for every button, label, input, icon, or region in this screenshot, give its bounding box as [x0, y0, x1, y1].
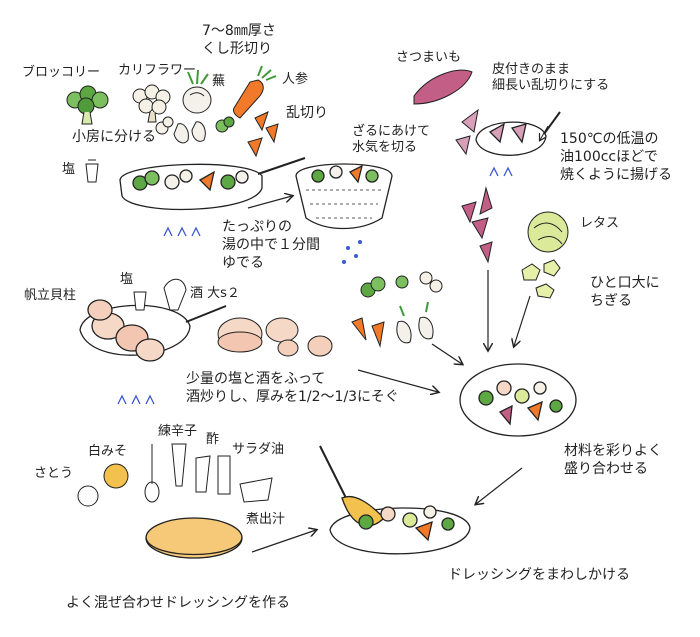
label-sake: 酒 大s２ — [190, 286, 240, 301]
boiling-pot-icon — [119, 157, 306, 237]
label-kushigata: 7～8㎜厚さ くし形切り — [202, 23, 276, 57]
label-salt-2: 塩 — [120, 272, 134, 287]
torn-lettuce-icon — [521, 259, 561, 299]
label-pour: ドレッシングをまわしかける — [448, 567, 630, 583]
label-saute: 少量の塩と酒をふって 酒炒りし、厚みを1/2～1/3にそぐ — [186, 371, 399, 405]
label-salt-1: 塩 — [62, 162, 76, 177]
sweet-potato-icon — [413, 69, 473, 105]
label-mix: よく混ぜ合わせドレッシングを作る — [66, 595, 290, 611]
serving-bowl-icon — [459, 363, 577, 437]
label-cauliflower: カリフラワー — [118, 63, 197, 78]
label-broccoli: ブロッコリー — [22, 65, 101, 80]
arrow-scallop-to-bowl — [357, 369, 438, 392]
lettuce-icon — [527, 211, 569, 253]
fried-potato-icon — [461, 186, 493, 264]
label-fry: 150℃の低温の 油100ccほどで 焼くように揚げる — [560, 131, 672, 183]
final-bowl-icon — [319, 445, 471, 555]
label-dashi: 煮出汁 — [246, 512, 286, 527]
carrot-icon — [233, 65, 277, 119]
arrow-veg-to-bowl — [431, 343, 462, 364]
vinegar-bottle-icon — [195, 455, 211, 493]
dressing-bowl-icon — [145, 517, 243, 559]
dashi-cup-icon — [239, 477, 273, 503]
mustard-tube-icon — [171, 443, 187, 487]
cut-pieces-icon — [155, 111, 279, 158]
sliced-scallop-icon — [217, 317, 333, 357]
label-shiromiso: 白みそ — [88, 444, 128, 459]
scallop-pan-icon — [79, 299, 227, 405]
label-salad-oil: サラダ油 — [232, 442, 285, 457]
label-zaru: ざるにあけて 水気を切る — [352, 124, 431, 155]
label-turnip: 蕪 — [212, 74, 226, 89]
label-rangiri: 乱切り — [286, 105, 328, 121]
colander-icon — [295, 163, 393, 264]
label-kofusa: 小房に分ける — [72, 129, 156, 145]
label-arrange: 材料を彩りよく 盛り合わせる — [564, 443, 662, 477]
label-satsumaimo: さつまいも — [396, 50, 462, 65]
label-boil: たっぷりの 湯の中で１分間 ゆでる — [222, 219, 320, 271]
whisk-icon — [144, 444, 160, 503]
label-kawatsuki: 皮付きのまま 細長い乱切りにする — [492, 62, 610, 93]
salt-shaker-2-icon — [133, 291, 147, 311]
arrow-bowl-to-final — [476, 467, 523, 504]
salt-shaker-icon — [85, 159, 99, 183]
turnip-icon — [182, 69, 212, 114]
sugar-icon — [77, 485, 99, 507]
label-neri-karashi: 練辛子 — [158, 424, 198, 439]
broccoli-icon — [66, 85, 109, 125]
boiled-vegetables-icon — [351, 271, 443, 348]
oil-bottle-icon — [217, 455, 231, 495]
arrow-to-fry — [540, 125, 549, 140]
arrow-dressing-to-final — [251, 530, 316, 553]
white-miso-icon — [103, 463, 129, 489]
cauliflower-icon — [132, 84, 171, 123]
sake-bottle-icon — [163, 278, 187, 311]
label-sugar: さとう — [34, 466, 74, 481]
label-carrot: 人参 — [282, 72, 309, 87]
label-scallop: 帆立貝柱 — [24, 288, 77, 303]
arrow-to-colander — [247, 196, 292, 209]
label-lettuce: レタス — [580, 216, 620, 231]
label-vinegar: 酢 — [206, 432, 220, 447]
frying-pan-icon — [475, 111, 561, 177]
label-hitokuchi: ひと口大に ちぎる — [590, 275, 660, 309]
arrow-lettuce-down — [514, 295, 531, 346]
